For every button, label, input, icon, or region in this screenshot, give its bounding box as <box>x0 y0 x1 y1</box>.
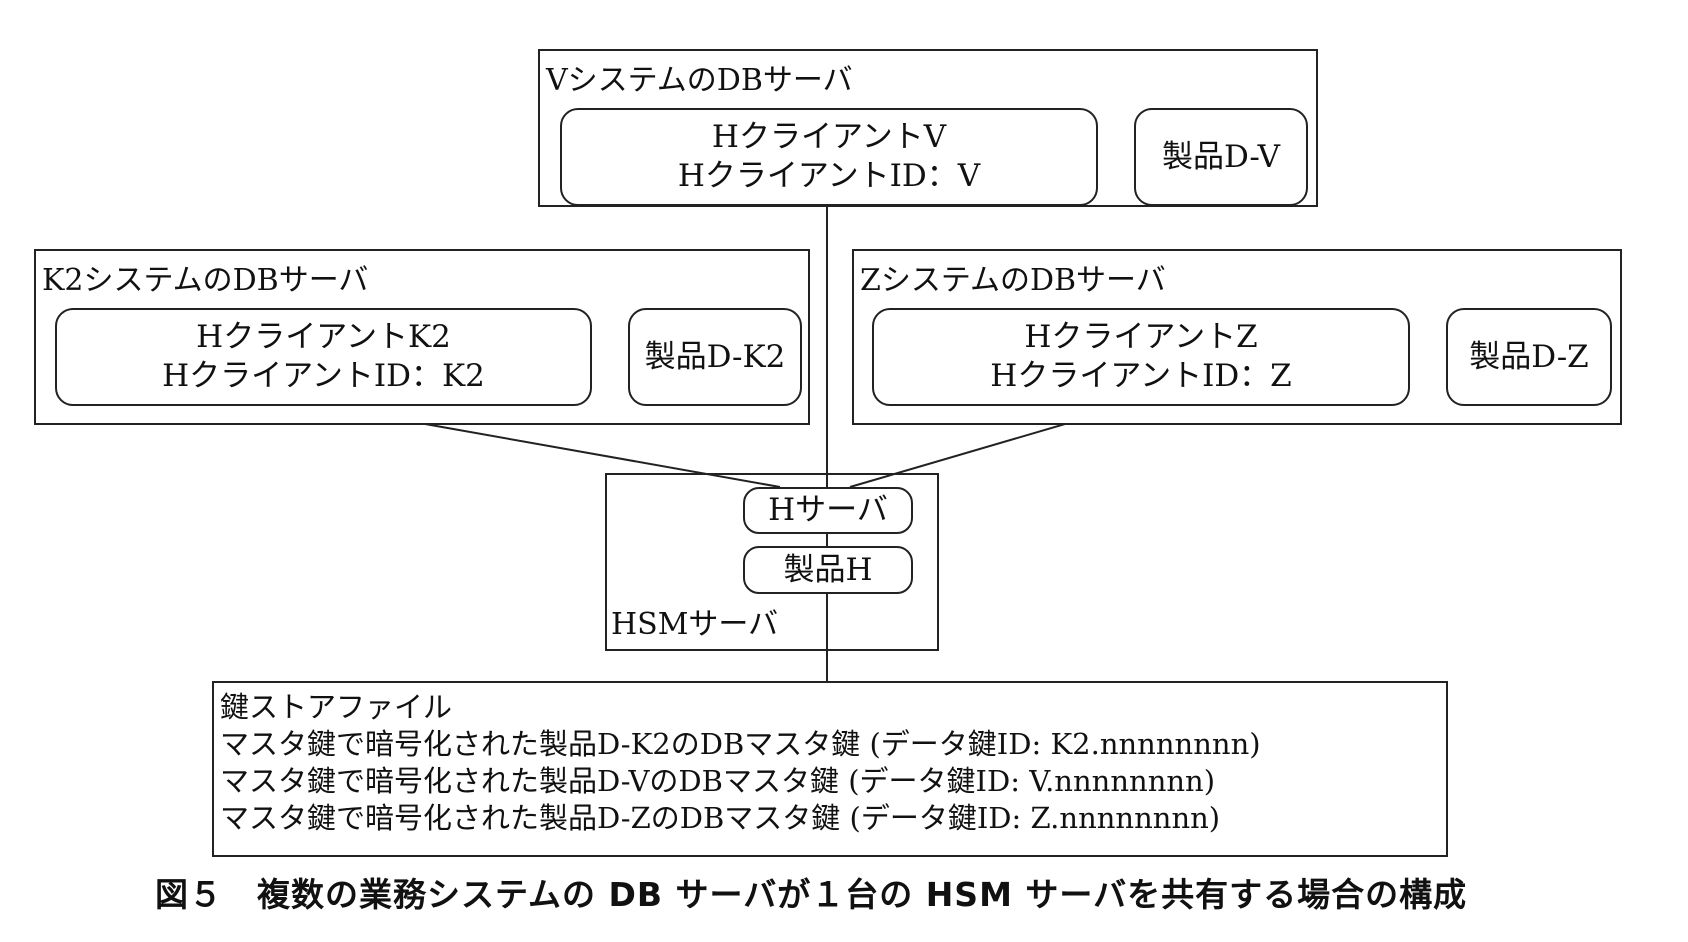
h-client-k2: HクライアントK2 HクライアントID：K2 <box>55 308 592 406</box>
key-store-entry-k2: マスタ鍵で暗号化された製品D-K2のDBマスタ鍵 (データ鍵ID: K2.nnn… <box>220 727 1261 761</box>
key-store-entry-z: マスタ鍵で暗号化された製品D-ZのDBマスタ鍵 (データ鍵ID: Z.nnnnn… <box>220 801 1221 835</box>
h-client-z-id: HクライアントID：Z <box>990 358 1292 394</box>
hsm-server-title: HSMサーバ <box>611 607 779 642</box>
product-d-v-label: 製品D-V <box>1161 138 1281 175</box>
h-client-z: HクライアントZ HクライアントID：Z <box>872 308 1410 406</box>
key-store-file: 鍵ストアファイル マスタ鍵で暗号化された製品D-K2のDBマスタ鍵 (データ鍵I… <box>212 681 1448 857</box>
product-d-z: 製品D-Z <box>1446 308 1612 406</box>
h-client-v-name: HクライアントV <box>711 119 947 156</box>
h-client-k2-id: HクライアントID：K2 <box>162 358 485 394</box>
product-d-k2-label: 製品D-K2 <box>644 338 786 375</box>
key-store-title: 鍵ストアファイル <box>220 690 453 724</box>
h-server-label: Hサーバ <box>768 492 888 529</box>
k2-system-title: K2システムのDBサーバ <box>42 263 369 298</box>
h-client-v-id: HクライアントID：V <box>677 158 981 194</box>
h-client-z-name: HクライアントZ <box>1024 319 1258 356</box>
h-client-v: HクライアントV HクライアントID：V <box>560 108 1098 206</box>
hsm-server: HSMサーバ <box>605 473 939 651</box>
h-client-k2-name: HクライアントK2 <box>196 319 451 356</box>
product-h: 製品H <box>743 546 913 594</box>
product-d-k2: 製品D-K2 <box>628 308 802 406</box>
figure-caption: 図５ 複数の業務システムの DB サーバが１台の HSM サーバを共有する場合の… <box>155 875 1468 914</box>
key-store-entry-v: マスタ鍵で暗号化された製品D-VのDBマスタ鍵 (データ鍵ID: V.nnnnn… <box>220 764 1216 798</box>
h-server: Hサーバ <box>743 487 913 534</box>
product-d-z-label: 製品D-Z <box>1469 338 1589 375</box>
product-d-v: 製品D-V <box>1134 108 1308 206</box>
product-h-label: 製品H <box>783 551 873 588</box>
z-system-title: ZシステムのDBサーバ <box>860 263 1166 298</box>
v-system-title: VシステムのDBサーバ <box>546 63 853 98</box>
